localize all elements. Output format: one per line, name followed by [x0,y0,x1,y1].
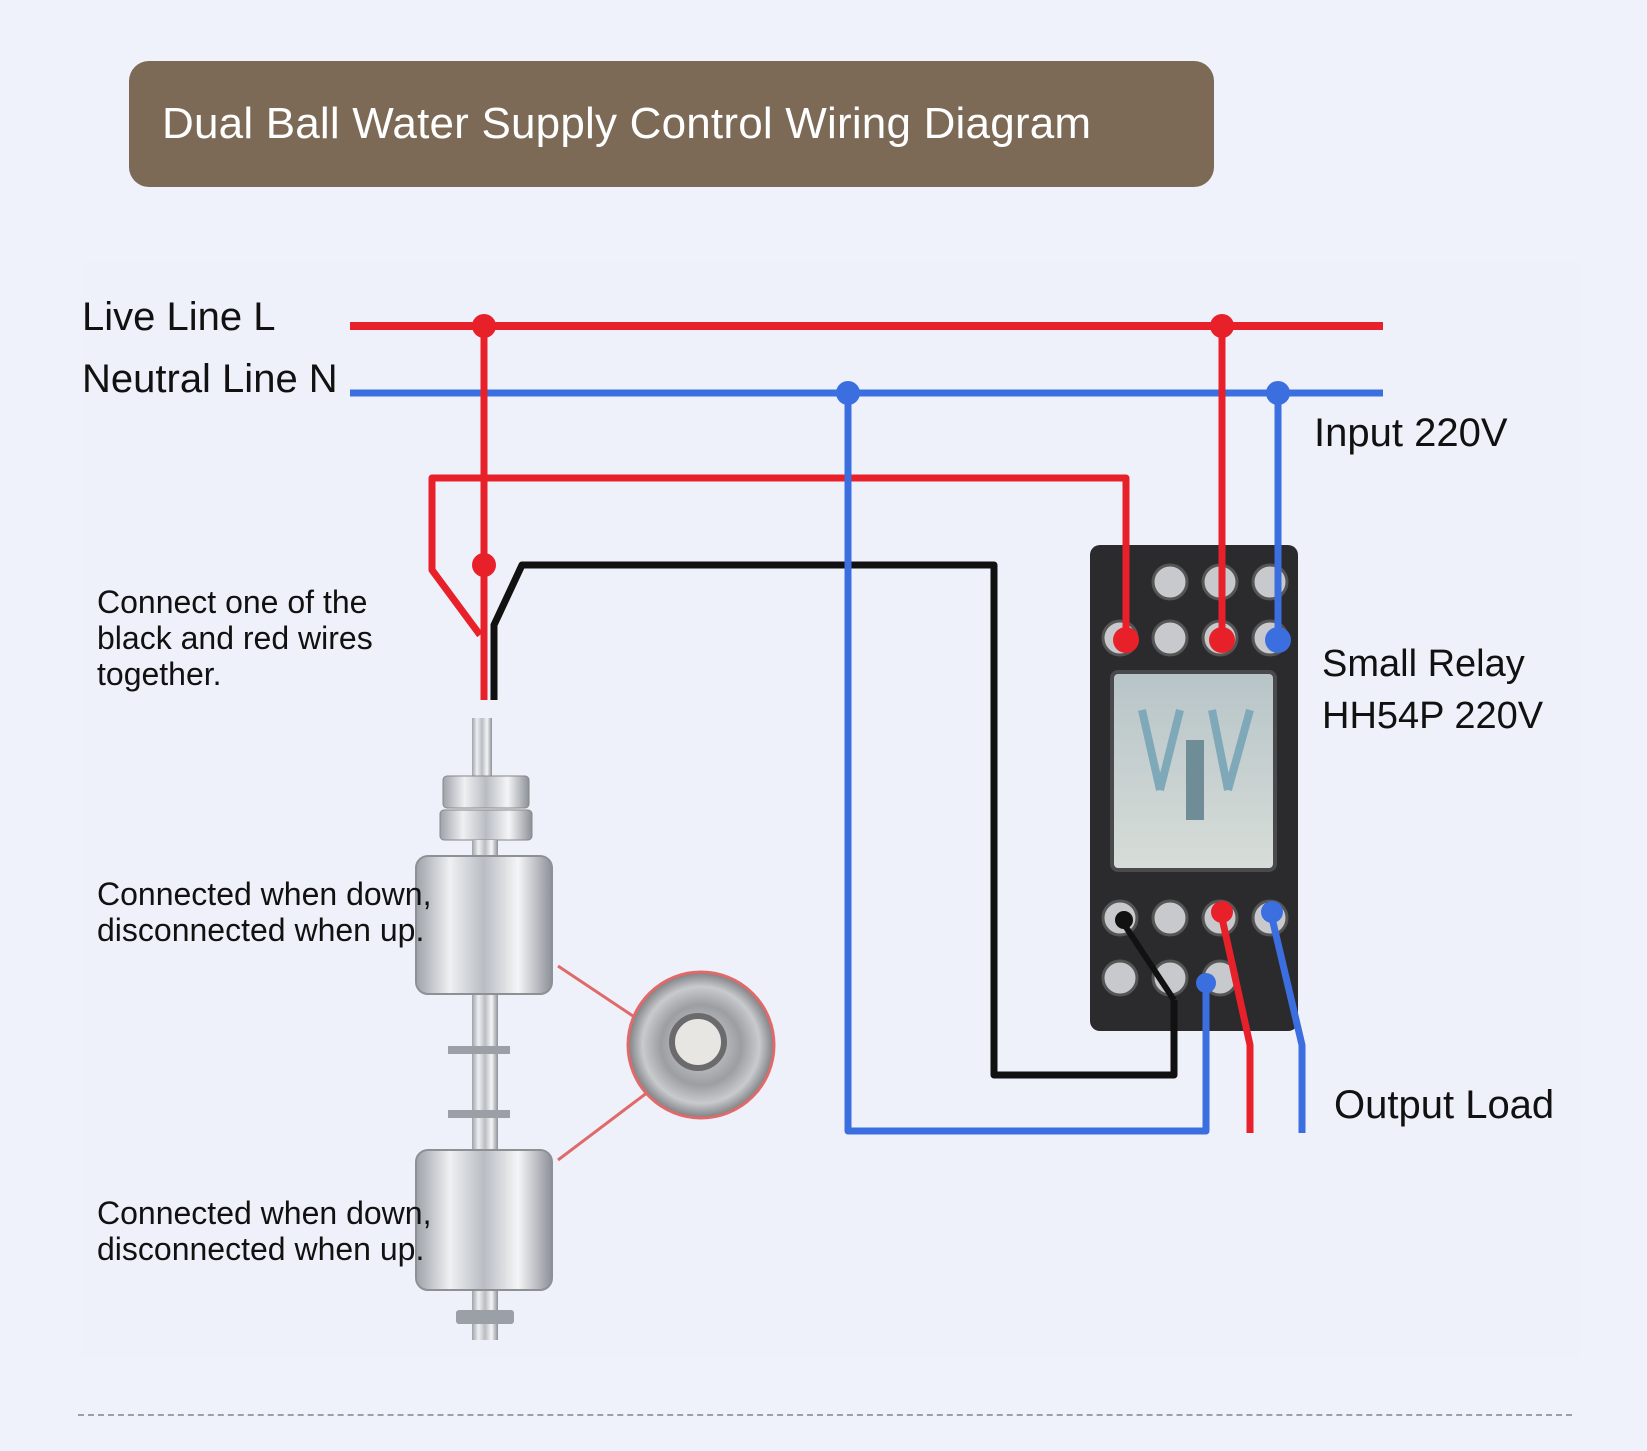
callout-line-lower [557,1090,649,1162]
junction-dots [472,314,1291,993]
note-lower-float: Connected when down, disconnected when u… [97,1195,432,1267]
relay-terminal-black [1115,911,1133,929]
neutral-to-relay-coil [844,393,1210,1135]
float-nut-upper [442,775,530,809]
relay-contacts [1138,708,1254,792]
relay-terminal-blue-1 [1265,627,1291,653]
stem-clip-2 [448,1110,510,1118]
relay-armature [1186,740,1204,820]
callout-line-upper [557,964,637,1020]
label-output-load: Output Load [1334,1083,1555,1127]
relay-terminal-red-2 [1209,627,1235,653]
magnified-float-core [669,1013,727,1071]
label-neutral-line: Neutral Line N [82,357,338,401]
label-live-line: Live Line L [82,295,276,339]
lower-float-ball [415,1149,553,1291]
black-relay-jumper [1117,916,1177,1002]
diagram-title: Dual Ball Water Supply Control Wiring Di… [162,99,1092,148]
red-float-to-relay [428,474,1130,640]
label-relay-name: Small Relay [1322,643,1525,685]
float-switch [415,718,553,1340]
output-live-lead [1218,917,1254,1133]
float-nut-lower [439,809,533,841]
junction-neutral-coil [836,381,860,405]
junction-live-relay [1210,314,1234,338]
relay-terminal-red-out [1211,901,1233,923]
float-threaded-head [472,718,492,788]
diagram-panel [82,262,1580,1357]
junction-float-red [472,553,496,577]
label-relay-model: HH54P 220V [1322,695,1544,737]
title-banner: Dual Ball Water Supply Control Wiring Di… [129,61,1214,187]
black-float-to-relay [490,561,1178,1079]
relay-terminal-blue-coil [1196,973,1216,993]
float-detail-callout [557,964,776,1162]
junction-neutral-relay [1266,381,1290,405]
output-neutral-lead [1268,917,1306,1133]
relay [1090,545,1298,1031]
stem-clip-1 [448,1046,510,1054]
stem-end-cap [456,1310,514,1324]
note-upper-float: Connected when down, disconnected when u… [97,876,432,948]
upper-float-ball [415,855,553,995]
relay-terminal-red-1 [1113,627,1139,653]
note-connect-wires: Connect one of the black and red wires t… [97,584,373,692]
relay-terminal-blue-out [1261,901,1283,923]
label-input: Input 220V [1314,411,1508,455]
junction-live-float [472,314,496,338]
bottom-divider [78,1414,1572,1416]
relay-top-terminals [1101,563,1289,657]
